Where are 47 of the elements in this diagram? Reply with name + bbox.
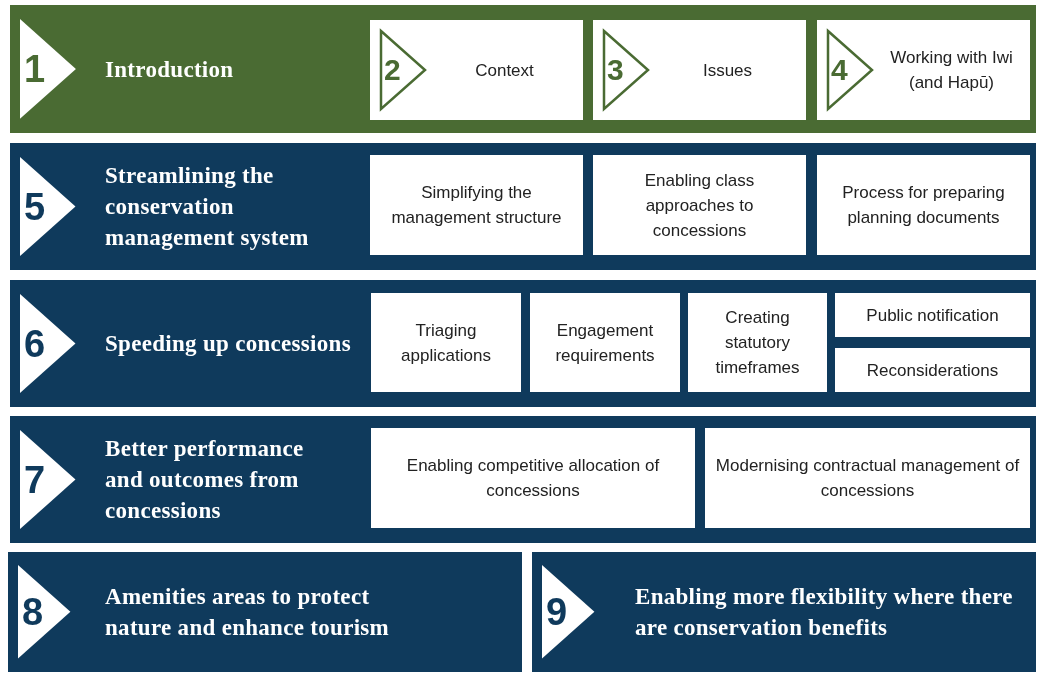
topic-box xyxy=(817,20,1030,120)
step-number: 7 xyxy=(24,457,46,502)
topic-label: Reconsiderations xyxy=(866,359,999,382)
section-title: Streamlining the conservation management system xyxy=(105,162,310,252)
section-band xyxy=(10,143,1036,270)
topic-label: Context xyxy=(475,59,534,82)
section-band xyxy=(10,416,1036,543)
topic-box xyxy=(530,293,680,392)
step-number: 6 xyxy=(24,321,46,366)
topic-label: Public notification xyxy=(866,304,999,327)
topic-box xyxy=(835,293,1030,337)
step-number: 3 xyxy=(607,52,624,88)
topic-box xyxy=(835,348,1030,392)
topic-box xyxy=(370,155,583,255)
topic-box xyxy=(688,293,827,392)
topic-label: Simplifying the management structure xyxy=(390,182,563,229)
topic-label: Process for preparing planning documents xyxy=(841,182,1006,229)
topic-box xyxy=(593,155,806,255)
section-title: Amenities areas to protect nature and enhance tourism xyxy=(105,583,391,642)
section-title: Speeding up concessions xyxy=(105,330,352,358)
step-number: 2 xyxy=(384,52,401,88)
section-title: Introduction xyxy=(105,55,235,84)
section-band xyxy=(532,552,1036,672)
section-title: Better performance and outcomes from concessions xyxy=(105,435,305,525)
topic-box xyxy=(705,428,1030,528)
step-number: 4 xyxy=(831,52,848,88)
topic-box xyxy=(817,155,1030,255)
step-number: 8 xyxy=(22,590,44,634)
topic-label: Engagement requirements xyxy=(554,319,656,367)
step-number: 5 xyxy=(24,184,46,229)
step-number: 1 xyxy=(24,47,46,91)
section-band xyxy=(10,280,1036,407)
topic-box xyxy=(371,428,695,528)
section-band xyxy=(8,552,522,672)
topic-label: Triaging applications xyxy=(400,319,492,367)
topic-label: Working with Iwi (and Hapū) xyxy=(889,47,1014,94)
topic-label: Enabling competitive allocation of concessions xyxy=(405,455,661,502)
topic-box xyxy=(370,20,583,120)
topic-box xyxy=(371,293,521,392)
topic-label: Enabling class approaches to concessions xyxy=(643,169,756,242)
section-band xyxy=(10,5,1036,133)
topic-box xyxy=(593,20,806,120)
topic-label: Creating statutory timeframes xyxy=(714,307,801,379)
topic-label: Modernising contractual management of concessions xyxy=(714,455,1021,502)
section-title: Enabling more flexibility where there are conservation benefits xyxy=(635,583,1014,642)
step-number: 9 xyxy=(546,590,568,634)
topic-label: Issues xyxy=(702,59,753,82)
